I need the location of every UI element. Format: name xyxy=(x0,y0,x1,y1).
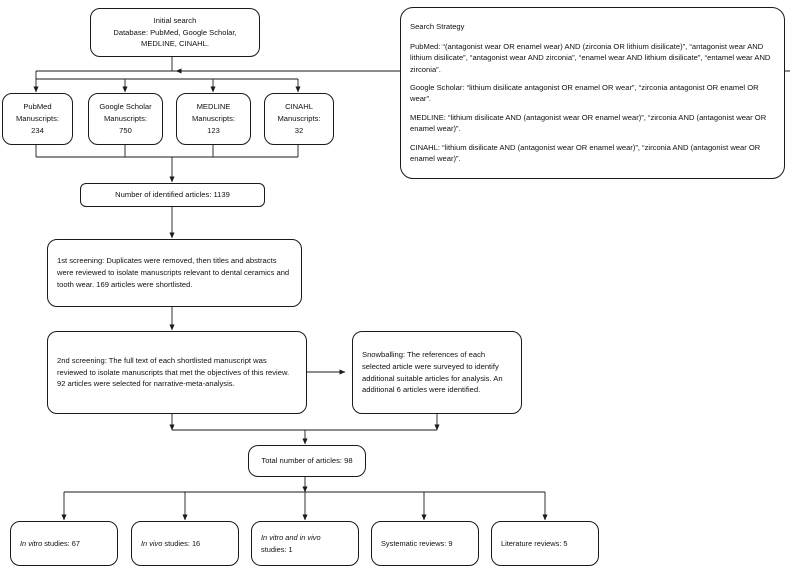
initial-search-line1: Initial search xyxy=(153,15,197,25)
in-vitro-in-vivo-rest: and in vivo xyxy=(283,533,321,543)
node-cinahl[interactable]: CINAHL Manuscripts: 32 xyxy=(264,93,334,145)
medline-count: 123 xyxy=(207,125,220,135)
snowballing-text: Snowballing: The references of each sele… xyxy=(362,349,503,395)
initial-search-line2: Database: PubMed, Google Scholar, xyxy=(113,27,237,37)
medline-source: MEDLINE xyxy=(196,102,231,112)
pubmed-count: 234 xyxy=(31,125,44,135)
search-strategy-cinahl: CINAHL: “lithium disilicate AND (antagon… xyxy=(410,142,761,163)
medline-label: Manuscripts: xyxy=(191,114,236,124)
in-vivo-emph: In vivo xyxy=(141,538,163,548)
in-vitro-in-vivo-emph: In vitro xyxy=(261,533,284,543)
in-vitro-in-vivo-line2: studies: 1 xyxy=(261,544,293,554)
in-vivo-rest: studies: 16 xyxy=(162,538,201,548)
google-scholar-count: 750 xyxy=(119,125,132,135)
node-search-strategy[interactable]: Search Strategy PubMed: “(antagonist wea… xyxy=(400,7,785,179)
cinahl-label: Manuscripts: xyxy=(277,114,321,124)
search-strategy-google-scholar: Google Scholar: “lithium disilicate anta… xyxy=(410,82,759,104)
node-total-articles[interactable]: Total number of articles: 98 xyxy=(248,445,366,477)
node-pubmed[interactable]: PubMed Manuscripts: 234 xyxy=(2,93,73,145)
literature-reviews-text: Literature reviews: 5 xyxy=(501,538,568,548)
node-google-scholar[interactable]: Google Scholar Manuscripts: 750 xyxy=(88,93,163,145)
first-screening-text: 1st screening: Duplicates were removed, … xyxy=(57,256,290,289)
search-strategy-pubmed: PubMed: “(antagonist wear OR enamel wear… xyxy=(410,41,771,74)
google-scholar-label: Manuscripts: xyxy=(103,114,148,124)
cinahl-count: 32 xyxy=(294,125,304,135)
in-vitro-rest: studies: 67 xyxy=(42,538,80,548)
second-screening-text: 2nd screening: The full text of each sho… xyxy=(57,355,290,389)
search-strategy-medline: MEDLINE: “lithium disilicate AND (antago… xyxy=(410,112,767,134)
node-in-vivo-studies[interactable]: In vivo studies: 16 xyxy=(131,521,239,566)
node-first-screening[interactable]: 1st screening: Duplicates were removed, … xyxy=(47,239,302,307)
cinahl-source: CINAHL xyxy=(285,102,313,112)
node-in-vitro-studies[interactable]: In vitro studies: 67 xyxy=(10,521,118,566)
google-scholar-source: Google Scholar xyxy=(99,102,152,112)
total-articles-text: Total number of articles: 98 xyxy=(261,456,353,466)
pubmed-label: Manuscripts: xyxy=(15,114,60,124)
node-identified-articles[interactable]: Number of identified articles: 1139 xyxy=(80,183,265,207)
identified-articles-text: Number of identified articles: 1139 xyxy=(115,190,230,200)
initial-search-line3: MEDLINE, CINAHL. xyxy=(141,39,209,49)
node-initial-search[interactable]: Initial search Database: PubMed, Google … xyxy=(90,8,260,57)
systematic-reviews-text: Systematic reviews: 9 xyxy=(381,538,453,548)
node-systematic-reviews[interactable]: Systematic reviews: 9 xyxy=(371,521,479,566)
node-medline[interactable]: MEDLINE Manuscripts: 123 xyxy=(176,93,251,145)
search-strategy-heading: Search Strategy xyxy=(410,22,465,31)
node-snowballing[interactable]: Snowballing: The references of each sele… xyxy=(352,331,522,414)
pubmed-source: PubMed xyxy=(23,102,52,112)
node-literature-reviews[interactable]: Literature reviews: 5 xyxy=(491,521,599,566)
node-second-screening[interactable]: 2nd screening: The full text of each sho… xyxy=(47,331,307,414)
in-vitro-emph: In vitro xyxy=(20,538,43,548)
node-in-vitro-and-in-vivo-studies[interactable]: In vitro and in vivo studies: 1 xyxy=(251,521,359,566)
